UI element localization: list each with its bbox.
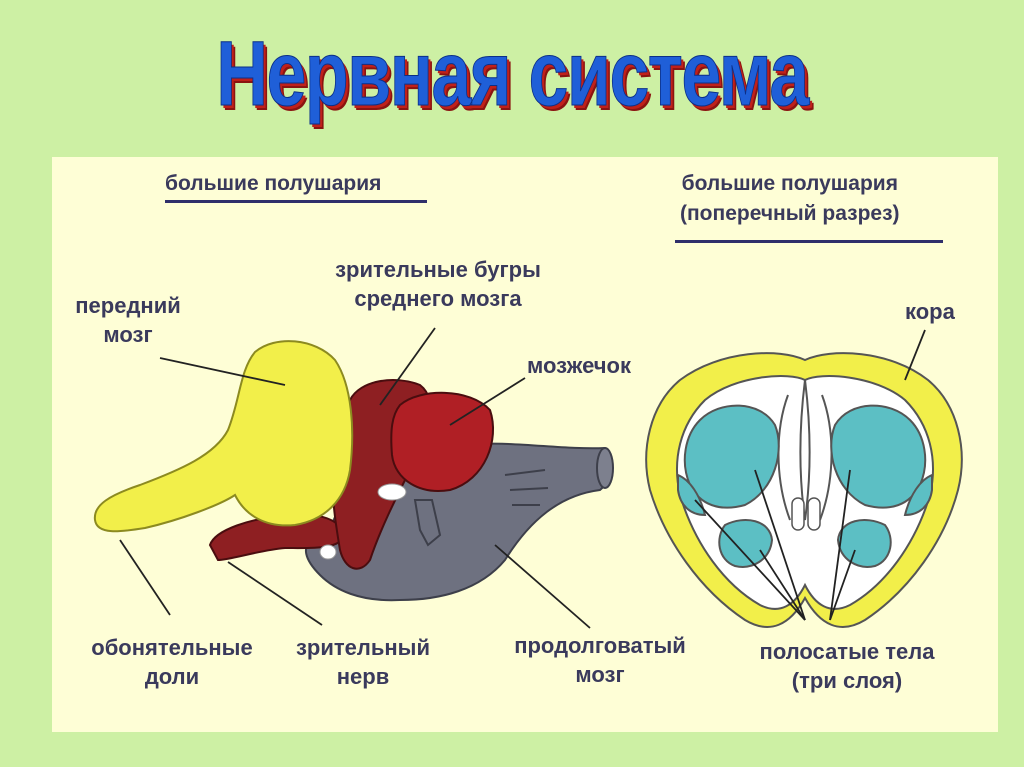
header-left: большие полушария bbox=[165, 172, 382, 195]
striatum-right-upper bbox=[830, 404, 927, 509]
label-medulla: продолговатый мозг bbox=[514, 633, 686, 687]
header-left-underline bbox=[165, 200, 427, 203]
forebrain-shape bbox=[93, 340, 354, 533]
brain-side-view bbox=[93, 327, 614, 629]
brain-cross-section bbox=[645, 329, 963, 628]
header-right-underline bbox=[675, 240, 943, 243]
label-striatum: полосатые тела (три слоя) bbox=[759, 639, 935, 693]
striatum-left-upper bbox=[683, 404, 780, 509]
label-optic-nerve: зрительный нерв bbox=[295, 635, 430, 689]
label-forebrain: передний мозг bbox=[75, 293, 181, 347]
striatum-right-lower bbox=[836, 519, 892, 568]
label-optic-lobes: зрительные бугры среднего мозга bbox=[335, 257, 541, 311]
label-olfactory-lobes: обонятельные доли bbox=[91, 635, 253, 689]
striatum-left-lower bbox=[718, 519, 774, 568]
label-cortex: кора bbox=[905, 299, 955, 324]
header-right: большие полушария (поперечный разрез) bbox=[680, 172, 900, 225]
label-cerebellum: мозжечок bbox=[527, 353, 631, 378]
page-title: Нервная система bbox=[216, 23, 810, 126]
cerebellum-shape bbox=[390, 391, 495, 492]
